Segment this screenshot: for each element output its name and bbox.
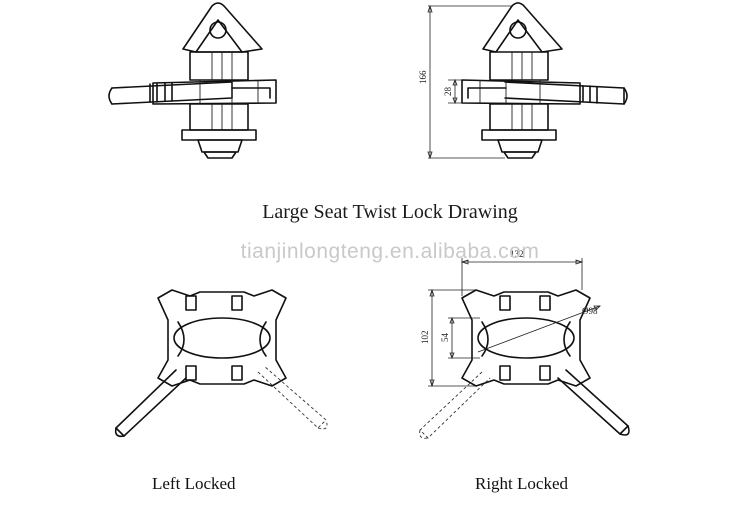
dim-height-inner: 54 (440, 333, 450, 343)
dim-width-top: 132 (510, 249, 524, 259)
dim-diameter: Ø98 (582, 306, 598, 316)
top-view-right (419, 258, 630, 439)
caption-left-locked: Left Locked (152, 474, 236, 493)
dim-height-total: 166 (418, 70, 428, 84)
watermark-text: tianjinlongteng.en.alibaba.com (240, 240, 540, 263)
front-view-right (427, 2, 628, 160)
front-view-left (108, 2, 277, 159)
dim-height-body: 102 (420, 331, 430, 345)
top-view-left (114, 289, 328, 438)
dim-height-handle: 28 (443, 87, 453, 97)
drawing-title: Large Seat Twist Lock Drawing (262, 201, 518, 223)
caption-right-locked: Right Locked (475, 474, 569, 493)
